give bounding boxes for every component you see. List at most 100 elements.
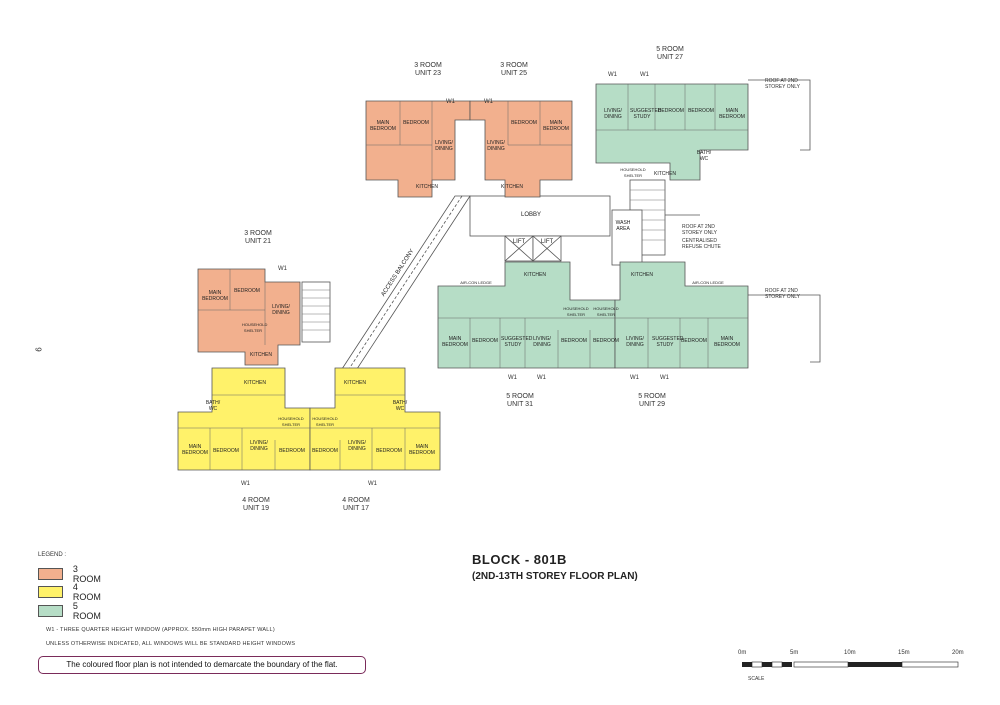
scale-ruler <box>742 661 959 668</box>
room-bedroom: BEDROOM <box>403 120 429 126</box>
unit-number: UNIT 21 <box>245 238 271 245</box>
unit-type: 5 ROOM <box>656 46 684 53</box>
room-kitchen: KITCHEN <box>501 184 523 190</box>
room-main-bedroom: MAIN BEDROOM <box>202 290 228 302</box>
room-living-dining: LIVING/ DINING <box>250 440 268 452</box>
scale-tick: 15m <box>898 650 910 656</box>
room-main-bedroom: MAIN BEDROOM <box>442 336 468 348</box>
room-living-dining: LIVING/ DINING <box>604 108 622 120</box>
roof-note: ROOF AT 2ND STOREY ONLY <box>765 78 801 90</box>
room-bath-wc: BATH/ WC <box>205 400 221 412</box>
room-main-bedroom: MAIN BEDROOM <box>543 120 569 132</box>
room-living-dining: LIVING/ DINING <box>487 140 505 152</box>
legend-item-5-room: 5 ROOM <box>38 601 104 621</box>
room-bedroom: BEDROOM <box>593 338 619 344</box>
stair-core-left <box>301 281 331 343</box>
unit-number: UNIT 25 <box>501 70 527 77</box>
room-household-shelter: HOUSEHOLD SHELTER <box>593 306 619 317</box>
room-bedroom: BEDROOM <box>561 338 587 344</box>
legend-title: LEGEND : <box>38 552 67 558</box>
room-main-bedroom: MAIN BEDROOM <box>719 108 745 120</box>
room-kitchen: KITCHEN <box>416 184 438 190</box>
w1-marker: W1 <box>241 481 250 487</box>
room-air-con-ledge: AIR-CON LEDGE <box>692 280 724 285</box>
unit-number: UNIT 19 <box>243 505 269 512</box>
unit-21-shape <box>197 268 301 366</box>
legend-label: 4 ROOM <box>72 582 101 602</box>
w1-marker: W1 <box>484 99 493 105</box>
room-study: SUGGESTED STUDY <box>630 108 662 120</box>
standard-window-note: UNLESS OTHERWISE INDICATED, ALL WINDOWS … <box>46 641 296 647</box>
room-bedroom: BEDROOM <box>511 120 537 126</box>
units-5-room <box>437 83 749 369</box>
room-household-shelter: HOUSEHOLD SHELTER <box>563 306 589 317</box>
room-bedroom: BEDROOM <box>681 338 707 344</box>
room-bath-wc: BATH/ WC <box>392 400 408 412</box>
lobby-label: LOBBY <box>520 212 541 218</box>
unit-23-shape <box>365 100 471 198</box>
room-main-bedroom: MAIN BEDROOM <box>409 444 435 456</box>
room-bedroom: BEDROOM <box>658 108 684 114</box>
room-study: SUGGESTED STUDY <box>652 336 684 348</box>
w1-marker: W1 <box>537 375 546 381</box>
unit-number: UNIT 27 <box>657 54 683 61</box>
unit-type: 3 ROOM <box>244 230 272 237</box>
unit-type: 5 ROOM <box>506 393 534 400</box>
scale-tick: 0m <box>738 650 747 656</box>
w1-marker: W1 <box>660 375 669 381</box>
room-household-shelter: HOUSEHOLD SHELTER <box>278 416 304 427</box>
room-household-shelter: HOUSEHOLD SHELTER <box>620 167 646 178</box>
unit-type: 4 ROOM <box>342 497 370 504</box>
lift-label: LIFT <box>540 239 554 245</box>
room-living-dining: LIVING/ DINING <box>348 440 366 452</box>
title-block: BLOCK - 801B (2ND-13TH STOREY FLOOR PLAN… <box>472 552 638 582</box>
w1-marker: W1 <box>508 375 517 381</box>
room-kitchen: KITCHEN <box>344 380 366 386</box>
roof-note: ROOF AT 2ND STOREY ONLY <box>765 288 801 300</box>
room-bedroom: BEDROOM <box>688 108 714 114</box>
unit-type: 4 ROOM <box>242 497 270 504</box>
room-kitchen: KITCHEN <box>244 380 266 386</box>
lobby-area <box>469 195 611 237</box>
legend-item-3-room: 3 ROOM <box>38 564 104 584</box>
room-living-dining: LIVING/ DINING <box>533 336 551 348</box>
room-household-shelter: HOUSEHOLD SHELTER <box>312 416 338 427</box>
room-bedroom: BEDROOM <box>279 448 305 454</box>
unit-type: 3 ROOM <box>500 62 528 69</box>
room-main-bedroom: MAIN BEDROOM <box>370 120 396 132</box>
page-number: 9 <box>33 347 43 352</box>
roof-note: ROOF AT 2ND STOREY ONLY <box>682 224 718 236</box>
w1-window-note: W1 - THREE QUARTER HEIGHT WINDOW (APPROX… <box>46 627 275 633</box>
room-bedroom: BEDROOM <box>312 448 338 454</box>
room-bedroom: BEDROOM <box>213 448 239 454</box>
room-main-bedroom: MAIN BEDROOM <box>182 444 208 456</box>
scale-tick: 5m <box>790 650 799 656</box>
w1-marker: W1 <box>630 375 639 381</box>
scale-label: SCALE <box>748 676 765 682</box>
units-3-room <box>197 100 573 366</box>
legend-swatch <box>38 568 63 580</box>
room-kitchen: KITCHEN <box>654 171 676 177</box>
unit-number: UNIT 29 <box>639 401 665 408</box>
scale-tick: 20m <box>952 650 964 656</box>
room-bedroom: BEDROOM <box>234 288 260 294</box>
room-living-dining: LIVING/ DINING <box>272 304 290 316</box>
w1-marker: W1 <box>640 72 649 78</box>
interior-walls <box>178 84 748 470</box>
unit-number: UNIT 17 <box>343 505 369 512</box>
scale-tick: 10m <box>844 650 856 656</box>
room-household-shelter: HOUSEHOLD SHELTER <box>242 322 268 333</box>
room-bedroom: BEDROOM <box>472 338 498 344</box>
legend-swatch <box>38 605 63 617</box>
legend-item-4-room: 4 ROOM <box>38 582 104 602</box>
legend: LEGEND : 3 ROOM 4 ROOM 5 ROOM <box>38 552 101 621</box>
w1-marker: W1 <box>608 72 617 78</box>
roof-outline-right <box>748 294 821 363</box>
room-living-dining: LIVING/ DINING <box>626 336 644 348</box>
